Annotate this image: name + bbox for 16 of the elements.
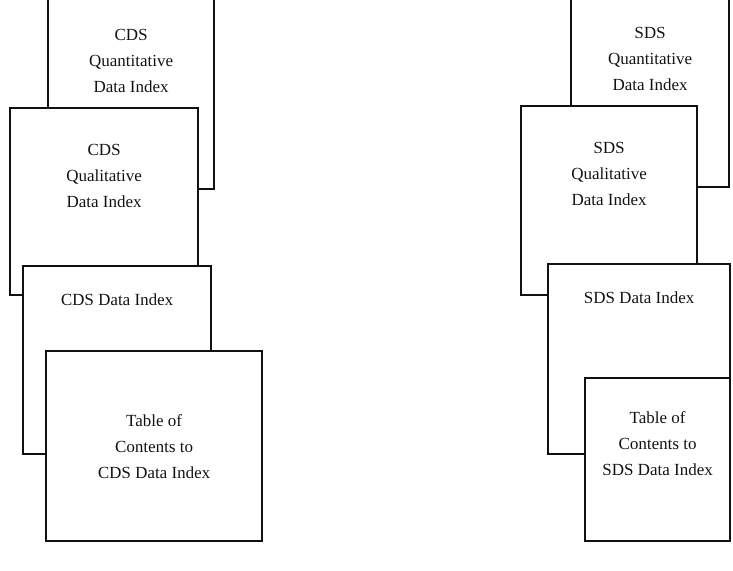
index-card — [45, 350, 263, 542]
card-title: SDS Qualitative Data Index — [570, 137, 648, 211]
card-title: CDS Quantitative Data Index — [88, 24, 174, 98]
index-card — [520, 105, 698, 263]
index-card — [584, 377, 731, 542]
card-title: CDS Data Index — [60, 289, 174, 311]
card-title: Table of Contents to CDS Data Index — [97, 410, 211, 484]
card-title: Table of Contents to SDS Data Index — [602, 407, 713, 481]
index-card — [570, 0, 730, 105]
card-title: CDS Qualitative Data Index — [65, 139, 143, 213]
index-card — [547, 263, 731, 377]
index-card — [47, 0, 215, 107]
index-card — [22, 265, 212, 350]
card-title: SDS Quantitative Data Index — [606, 22, 694, 96]
index-card — [9, 107, 199, 265]
card-title: SDS Data Index — [582, 287, 696, 309]
